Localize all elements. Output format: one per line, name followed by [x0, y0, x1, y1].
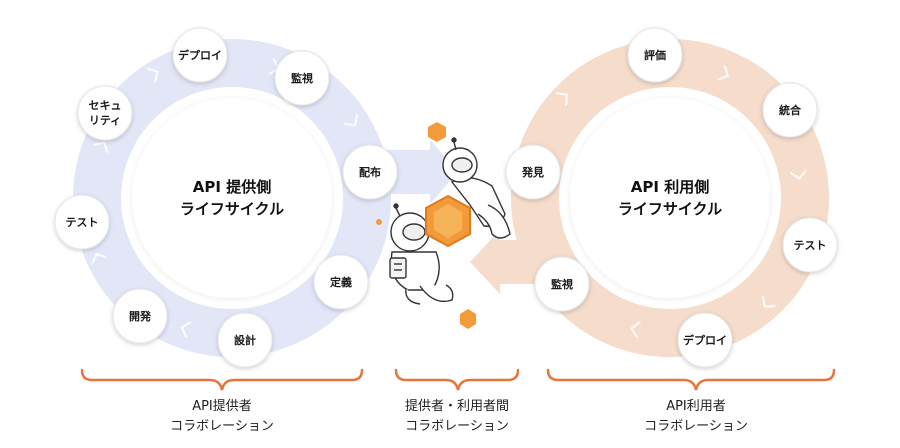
astronaut-provider-icon [389, 203, 454, 305]
consumer-title-line2: ライフサイクル [618, 200, 722, 218]
provider-node-design: 設計 [217, 312, 273, 368]
consumer-node-discover: 発見 [505, 144, 561, 200]
consumer-node-test: テスト [782, 217, 838, 273]
node-label: テスト [794, 239, 827, 252]
consumer-node-deploy: デプロイ [677, 312, 733, 368]
node-label: 配布 [359, 165, 381, 179]
provider-node-deploy: デプロイ [172, 27, 228, 83]
provider-node-define: 定義 [313, 254, 369, 310]
provider-collab-caption-line2: コラボレーション [170, 419, 274, 434]
node-label: 監視 [551, 277, 573, 291]
node-label: 設計 [234, 333, 256, 347]
node-label: デプロイ [178, 48, 222, 62]
middle-collab-caption-line2: コラボレーション [405, 419, 509, 434]
consumer-collab-caption-line1: API利用者 [666, 399, 726, 414]
provider-collab-brace [80, 368, 364, 391]
provider-node-test: テスト [54, 194, 110, 250]
middle-collab-caption-line1: 提供者・利用者間 [405, 398, 509, 414]
node-label: 統合 [779, 103, 802, 117]
provider-title-line2: ライフサイクル [180, 200, 284, 218]
consumer-collab-caption-line2: コラボレーション [644, 419, 748, 434]
consumer-title-line1: API 利用側 [631, 178, 709, 196]
hexagon-icon-top [428, 122, 446, 142]
hexagon-icon [425, 194, 471, 248]
node-label-line1: セキュ [89, 99, 122, 112]
node-label: テスト [66, 216, 99, 229]
consumer-node-monitor: 監視 [534, 256, 590, 312]
node-label: 発見 [521, 165, 544, 179]
node-label: デプロイ [683, 333, 727, 347]
consumer-node-evaluate: 評価 [627, 27, 683, 83]
provider-node-monitor: 監視 [274, 50, 330, 106]
provider-collab-caption-line1: API提供者 [192, 398, 252, 414]
node-label: 監視 [291, 71, 313, 85]
provider-node-security: セキュ リティ [77, 85, 133, 141]
node-label: 開発 [129, 309, 152, 323]
provider-node-develop: 開発 [112, 288, 168, 344]
provider-title-line1: API 提供側 [193, 178, 271, 196]
provider-node-distribute: 配布 [342, 144, 398, 200]
hexagon-icon-bottom [460, 309, 476, 329]
node-label-line2: リティ [89, 114, 121, 127]
middle-collab-brace [394, 368, 520, 391]
consumer-node-integrate: 統合 [762, 82, 818, 138]
node-label: 評価 [644, 48, 666, 62]
consumer-collab-brace [546, 368, 836, 391]
node-label: 定義 [330, 275, 352, 289]
astronaut-consumer-icon [442, 137, 511, 239]
